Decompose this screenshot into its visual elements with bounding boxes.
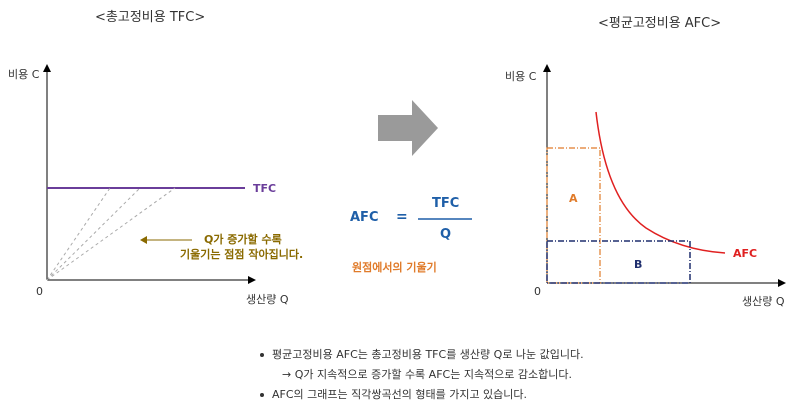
slope-lines bbox=[46, 187, 176, 281]
region-a-label: A bbox=[569, 192, 578, 205]
note-line-1: Q가 증가할 수록 bbox=[204, 233, 282, 246]
bullet-dot bbox=[260, 353, 264, 357]
left-x-axis-label: 생산량 Q bbox=[246, 293, 289, 306]
region-a-rect bbox=[546, 147, 601, 284]
left-y-axis-label: 비용 C bbox=[8, 68, 40, 81]
note-line-2: 기울기는 점점 작아집니다. bbox=[180, 248, 304, 261]
left-origin-label: 0 bbox=[36, 285, 43, 298]
note-arrow bbox=[140, 236, 192, 244]
bullet-dot bbox=[260, 393, 264, 397]
left-axes bbox=[43, 64, 256, 284]
bullet-1-sub: → Q가 지속적으로 증가할 수록 AFC는 지속적으로 감소합니다. bbox=[282, 368, 573, 381]
afc-curve-label: AFC bbox=[733, 247, 758, 260]
formula-lhs: AFC bbox=[350, 210, 379, 225]
formula-caption: 원점에서의 기울기 bbox=[352, 261, 437, 274]
left-title: <총고정비용 TFC> bbox=[95, 10, 206, 25]
afc-curve bbox=[595, 111, 726, 254]
right-y-axis-label: 비용 C bbox=[505, 70, 537, 83]
tfc-curve-label: TFC bbox=[253, 182, 277, 195]
bullet-1: 평균고정비용 AFC는 총고정비용 TFC를 생산량 Q로 나눈 값입니다. bbox=[272, 348, 584, 361]
right-origin-label: 0 bbox=[534, 285, 541, 298]
bullet-2: AFC의 그래프는 직각쌍곡선의 형태를 가지고 있습니다. bbox=[272, 388, 528, 401]
transform-arrow-icon bbox=[378, 100, 438, 156]
region-b-rect bbox=[546, 240, 691, 284]
formula-numerator: TFC bbox=[432, 196, 460, 211]
right-x-axis-label: 생산량 Q bbox=[742, 295, 785, 308]
right-title: <평균고정비용 AFC> bbox=[598, 16, 722, 31]
formula-equals: = bbox=[396, 209, 408, 225]
formula-denominator: Q bbox=[440, 227, 452, 242]
region-b-label: B bbox=[634, 258, 643, 271]
